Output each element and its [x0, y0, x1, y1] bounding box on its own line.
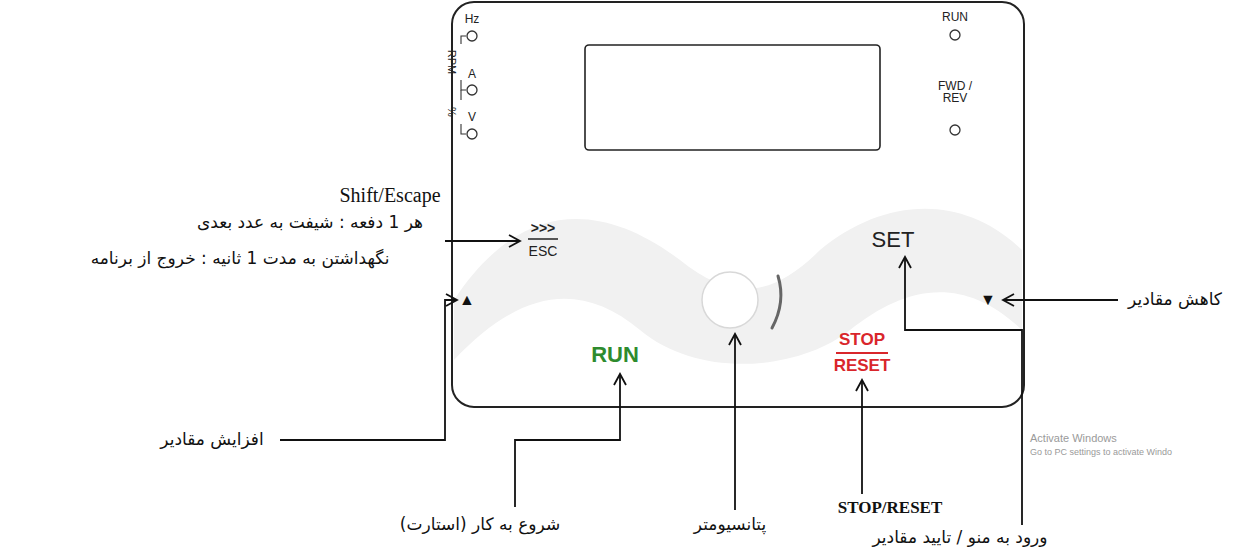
- callout-label: نگهداشتن به مدت 1 ثانیه : خروج از برنامه: [91, 249, 390, 269]
- unit-label: RPM: [446, 50, 459, 74]
- status-label: FWD / REV: [938, 80, 972, 104]
- watermark: Go to PC settings to activate Windo: [1030, 447, 1172, 457]
- status-label: RUN: [942, 11, 968, 25]
- leader-arrow: [280, 241, 1118, 525]
- button-label: SET: [872, 227, 915, 252]
- panel-wave: [454, 209, 1022, 364]
- led-indicators: [467, 30, 960, 139]
- fraction-line: [528, 238, 558, 240]
- button-label: RUN: [591, 342, 639, 367]
- unit-label: %: [446, 107, 459, 117]
- potentiometer-scale: [772, 276, 781, 328]
- callout-label: کاهش مقادیر: [1128, 290, 1222, 310]
- button-label: >>>: [531, 220, 556, 236]
- unit-label: V: [468, 111, 476, 125]
- button-label: RESET: [834, 356, 891, 376]
- button-label: STOP: [839, 330, 885, 350]
- button-label: ▲: [459, 291, 475, 309]
- button-label: ▼: [980, 291, 996, 309]
- callout-label: شروع به کار (استارت): [400, 515, 560, 535]
- unit-bracket: [461, 36, 466, 134]
- callout-label: پتانسیومتر: [694, 515, 766, 535]
- unit-label: Hz: [465, 13, 480, 27]
- display-window: [585, 45, 880, 150]
- callout-label: ورود به منو / تایید مقادیر: [872, 528, 1047, 548]
- fraction-line: [836, 352, 888, 354]
- keypad-panel: [452, 2, 1024, 407]
- callout-label: افزایش مقادیر: [160, 430, 263, 450]
- callout-label: هر 1 دفعه : شیفت به عدد بعدی: [197, 213, 423, 233]
- callout-label: Shift/Escape: [339, 184, 440, 207]
- unit-label: A: [468, 68, 476, 82]
- potentiometer-knob: [702, 272, 758, 328]
- watermark: Activate Windows: [1030, 432, 1117, 445]
- callout-label: STOP/RESET: [838, 498, 943, 518]
- button-label: ESC: [529, 243, 558, 259]
